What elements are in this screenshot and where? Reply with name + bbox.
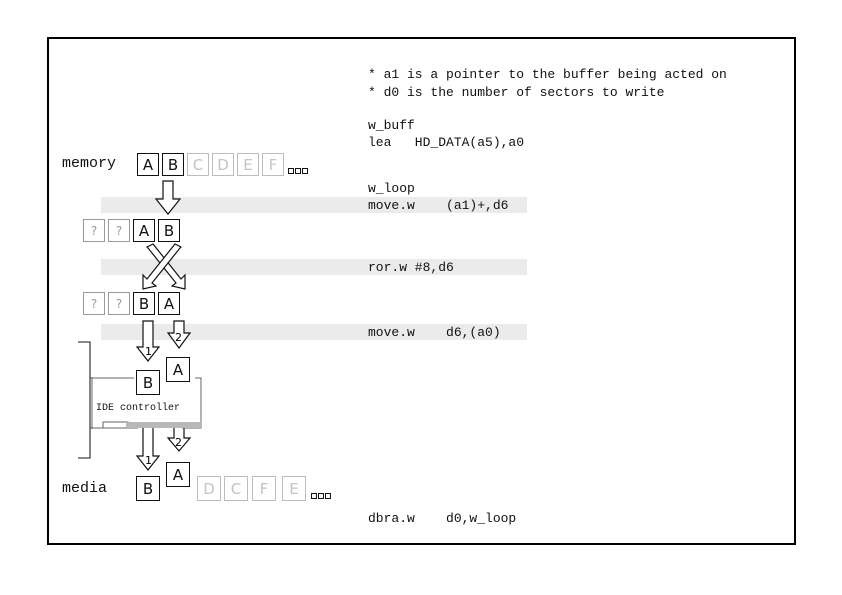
register-cell-unknown: ? — [83, 292, 105, 315]
highlight-band-move-store — [101, 324, 527, 340]
highlight-band-move-load — [101, 197, 527, 213]
code-line-ror: ror.w #8,d6 — [368, 260, 454, 275]
comment-line-a1: * a1 is a pointer to the buffer being ac… — [368, 67, 727, 82]
media-label: media — [62, 480, 108, 497]
media-ellipsis — [311, 493, 331, 499]
controller-edge — [126, 422, 202, 428]
diagram-frame — [47, 37, 796, 545]
ide-controller-label: IDE controller — [96, 403, 181, 414]
memory-cell-c: C — [187, 153, 209, 176]
memory-cell-f: F — [262, 153, 284, 176]
register-cell-a-swapped: A — [158, 292, 180, 315]
step-label-1: 1 — [145, 345, 152, 358]
memory-cell-a: A — [137, 153, 159, 176]
memory-cell-b: B — [162, 153, 184, 176]
code-label-w-loop: w_loop — [368, 181, 415, 196]
media-cell-b: B — [136, 476, 160, 501]
step-label-2: 2 — [175, 436, 182, 449]
down-arrow-icon — [166, 320, 192, 350]
step-label-2: 2 — [175, 331, 182, 344]
media-cell-c: C — [224, 476, 248, 501]
highlight-band-ror — [101, 259, 527, 275]
code-line-move-store: move.w d6,(a0) — [368, 325, 501, 340]
down-arrow-icon — [135, 425, 161, 471]
down-arrow-icon — [154, 180, 182, 215]
media-cell-a: A — [166, 462, 190, 487]
step-label-1: 1 — [145, 454, 152, 467]
register-cell-b: B — [158, 219, 180, 242]
memory-cell-d: D — [212, 153, 234, 176]
memory-label: memory — [62, 155, 117, 172]
code-label-w-buff: w_buff — [368, 118, 415, 133]
media-cell-d: D — [197, 476, 221, 501]
controller-cell-a: A — [166, 357, 190, 382]
register-cell-unknown: ? — [108, 292, 130, 315]
register-cell-a: A — [133, 219, 155, 242]
code-line-lea: lea HD_DATA(a5),a0 — [368, 135, 525, 150]
controller-cell-b: B — [136, 370, 160, 395]
comment-line-d0: * d0 is the number of sectors to write — [368, 85, 665, 100]
media-cell-f: F — [252, 476, 276, 501]
code-line-move-load: move.w (a1)+,d6 — [368, 198, 509, 213]
code-line-dbra: dbra.w d0,w_loop — [368, 511, 517, 526]
controller-bracket — [78, 341, 91, 459]
down-arrow-icon — [135, 320, 161, 362]
media-cell-e: E — [282, 476, 306, 501]
memory-cell-e: E — [237, 153, 259, 176]
swap-arrows-icon — [142, 243, 186, 290]
register-cell-unknown: ? — [108, 219, 130, 242]
memory-ellipsis — [288, 168, 308, 174]
register-cell-b-swapped: B — [133, 292, 155, 315]
register-cell-unknown: ? — [83, 219, 105, 242]
